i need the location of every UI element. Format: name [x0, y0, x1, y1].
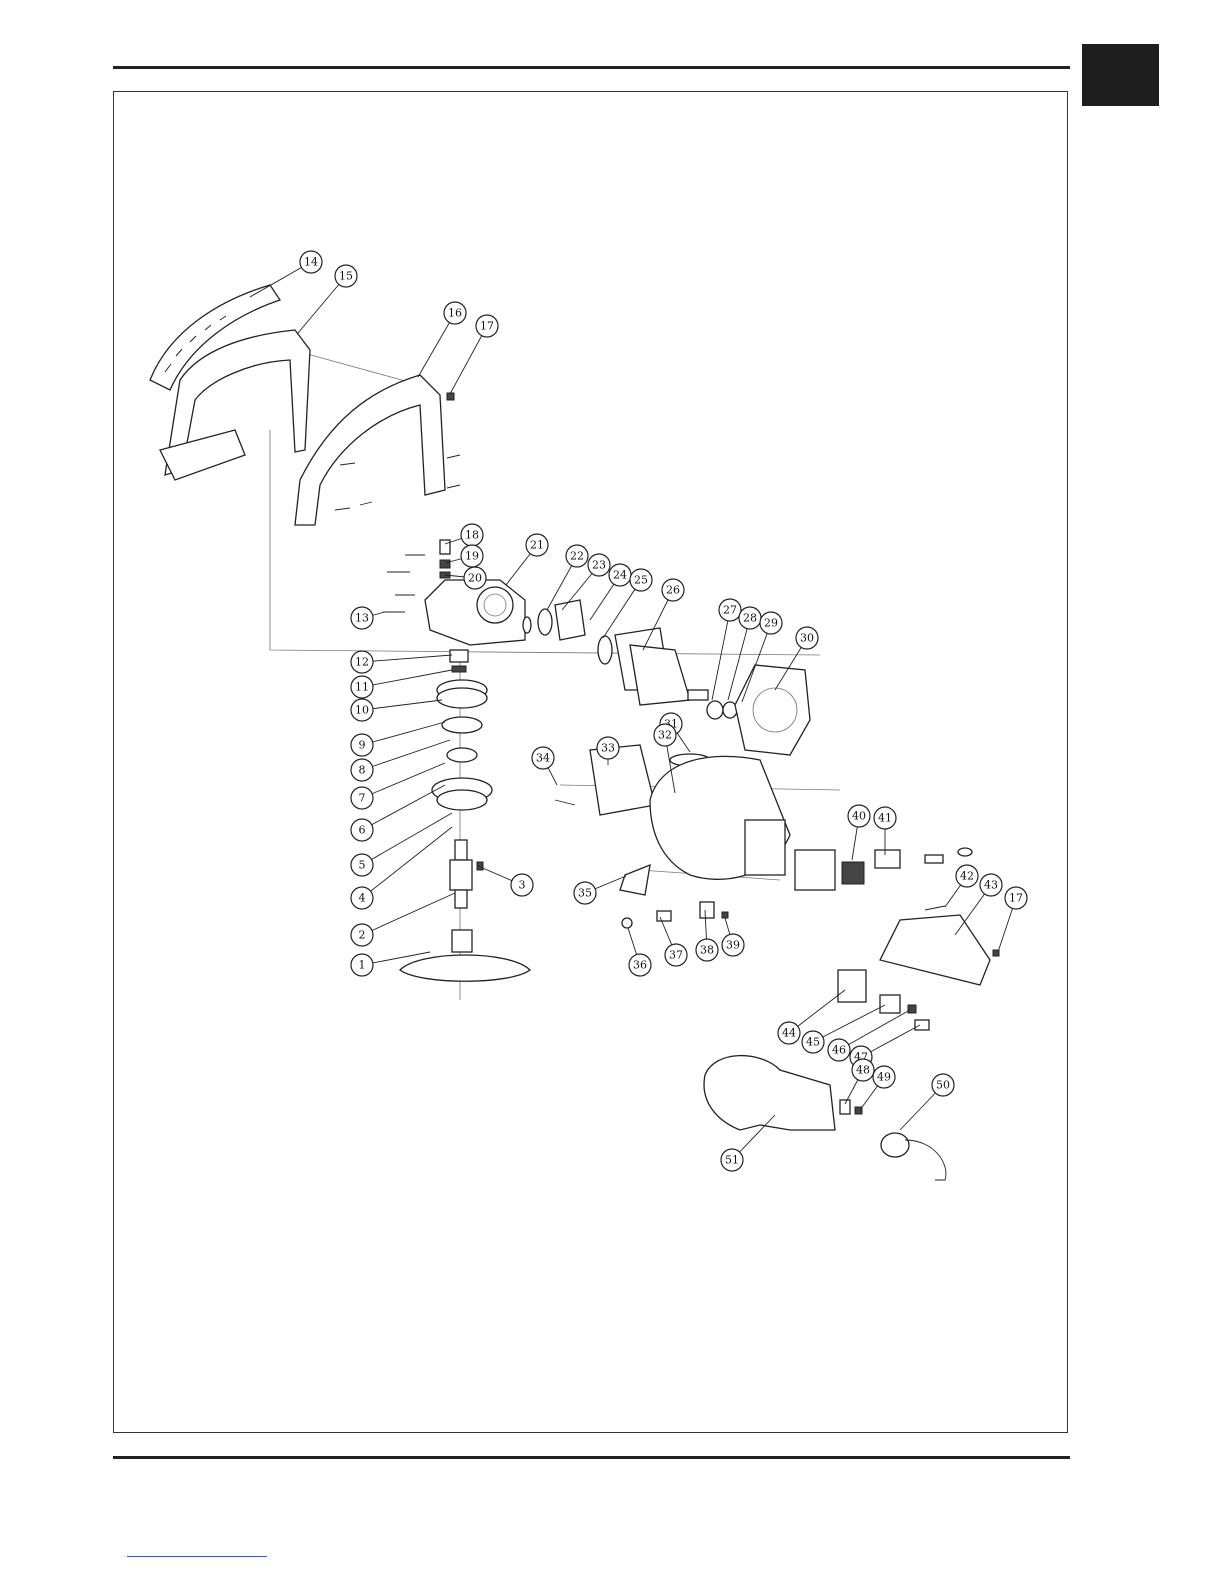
callout-number: 4: [359, 892, 366, 905]
callout-layer: 1234567891011121314151617181920212223242…: [250, 251, 1027, 1171]
callout-37: 37: [660, 917, 687, 966]
callout-13: 13: [351, 607, 385, 629]
callout-number: 26: [666, 584, 680, 597]
callout-number: 19: [465, 550, 479, 563]
callout-number: 42: [960, 870, 974, 883]
callout-leader: [362, 827, 452, 898]
callout-leader: [362, 670, 452, 687]
callout-leader: [362, 722, 445, 745]
callout-21: 21: [506, 534, 548, 585]
callout-leader: [362, 740, 450, 770]
callout-leader: [362, 893, 455, 935]
part-armature-assembly: [523, 600, 737, 719]
callout-leader: [362, 655, 452, 662]
callout-number: 5: [359, 859, 366, 872]
callout-number: 40: [852, 810, 866, 823]
callout-leader: [362, 785, 445, 830]
callout-number: 15: [339, 270, 353, 283]
part-switch-assembly: [838, 970, 929, 1030]
part-electronics: [795, 848, 972, 890]
callout-number: 27: [723, 604, 737, 617]
callout-50: 50: [900, 1074, 954, 1130]
callout-number: 34: [536, 752, 550, 765]
callout-number: 23: [592, 559, 606, 572]
callout-number: 3: [519, 879, 526, 892]
callout-40: 40: [848, 805, 870, 860]
callout-41: 41: [874, 807, 896, 855]
callout-leader: [362, 700, 442, 710]
callout-number: 11: [355, 681, 369, 694]
callout-number: 1: [359, 959, 366, 972]
callout-number: 10: [355, 704, 369, 717]
callout-number: 2: [359, 929, 366, 942]
callout-number: 39: [726, 939, 740, 952]
callout-leader: [813, 1005, 885, 1042]
callout-number: 30: [800, 632, 814, 645]
callout-number: 12: [355, 656, 369, 669]
callout-19: 19: [445, 545, 483, 567]
callout-22: 22: [547, 545, 588, 610]
part-end-cover: [735, 665, 810, 755]
callout-number: 17: [1009, 892, 1023, 905]
part-rear-handle-half: [880, 906, 999, 985]
callout-number: 41: [878, 812, 892, 825]
callout-number: 37: [669, 949, 683, 962]
callout-number: 49: [877, 1071, 891, 1084]
callout-number: 32: [658, 729, 672, 742]
callout-leader: [450, 326, 487, 394]
callout-17: 17: [450, 315, 498, 394]
callout-number: 6: [359, 824, 366, 837]
callout-9: 9: [351, 722, 445, 756]
callout-number: 20: [468, 572, 482, 585]
callout-34: 34: [532, 747, 557, 785]
callout-number: 21: [530, 539, 544, 552]
callout-number: 29: [764, 617, 778, 630]
callout-number: 22: [570, 550, 584, 563]
part-brush-holders: [622, 902, 728, 928]
callout-leader: [712, 610, 730, 700]
callout-number: 43: [984, 879, 998, 892]
callout-number: 8: [359, 764, 366, 777]
part-bevel-gear-stack: [432, 650, 492, 810]
callout-18: 18: [445, 524, 483, 546]
part-backing-pad: [400, 930, 530, 981]
callout-17-b: 17: [998, 887, 1027, 952]
callout-number: 50: [936, 1079, 950, 1092]
callout-number: 7: [359, 792, 366, 805]
callout-15: 15: [298, 265, 357, 333]
callout-10: 10: [351, 699, 442, 721]
callout-number: 13: [355, 612, 369, 625]
callout-number: 36: [633, 959, 647, 972]
part-spindle: [450, 840, 483, 908]
callout-number: 16: [448, 307, 462, 320]
callout-number: 14: [304, 256, 318, 269]
callout-number: 18: [465, 529, 479, 542]
callout-number: 48: [856, 1064, 870, 1077]
callout-42: 42: [945, 865, 978, 907]
callout-27: 27: [712, 599, 741, 700]
callout-number: 45: [806, 1036, 820, 1049]
callout-number: 35: [578, 887, 592, 900]
callout-36: 36: [628, 928, 651, 976]
callout-number: 28: [743, 612, 757, 625]
callout-leader: [839, 1010, 910, 1050]
callout-number: 17: [480, 320, 494, 333]
callout-number: 24: [613, 569, 627, 582]
callout-35: 35: [574, 876, 626, 904]
callout-leader: [362, 813, 452, 865]
callout-3: 3: [478, 866, 533, 896]
callout-number: 46: [832, 1044, 846, 1057]
callout-number: 25: [634, 574, 648, 587]
callout-16: 16: [418, 302, 466, 377]
callout-number: 38: [700, 944, 714, 957]
callout-12: 12: [351, 651, 452, 673]
callout-number: 33: [601, 742, 615, 755]
callout-number: 9: [359, 739, 366, 752]
callout-11: 11: [351, 670, 452, 698]
callout-number: 51: [725, 1154, 739, 1167]
callout-39: 39: [722, 918, 744, 956]
callout-number: 44: [782, 1027, 796, 1040]
